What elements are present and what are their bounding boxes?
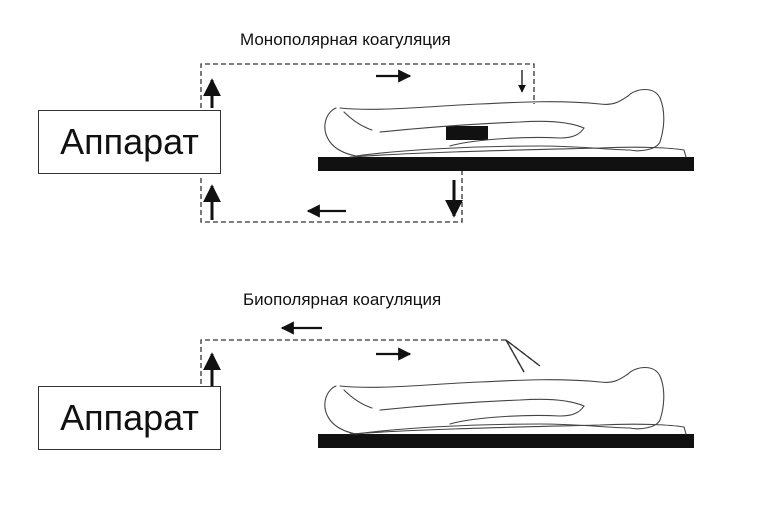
monopolar-device-label: Аппарат (60, 121, 199, 162)
bipolar-table (318, 434, 694, 448)
monopolar-patient-outline (324, 88, 687, 158)
monopolar-bottom-wire (200, 170, 463, 223)
bipolar-forceps-left (505, 339, 525, 373)
bipolar-patient-outline (324, 366, 687, 435)
bipolar-device-label: Аппарат (60, 397, 199, 438)
monopolar-top-wire (200, 63, 535, 108)
bipolar-forceps-right (505, 339, 541, 367)
bipolar-device-box: Аппарат (38, 386, 221, 450)
monopolar-circuit (200, 63, 535, 223)
bipolar-caption: Биополярная коагуляция (243, 290, 442, 309)
bipolar-circuit (200, 321, 541, 386)
monopolar-table (318, 157, 694, 171)
bipolar-wire (200, 339, 541, 384)
return-electrode-plate (446, 126, 488, 140)
monopolar-caption: Монополярная коагуляция (240, 30, 451, 49)
monopolar-device-box: Аппарат (38, 110, 221, 174)
